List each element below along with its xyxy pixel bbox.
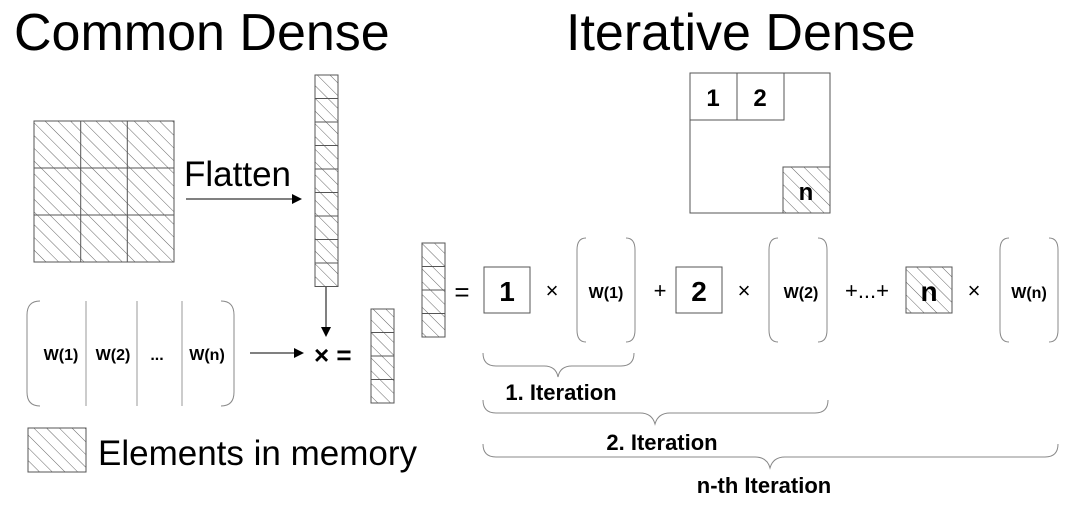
- flattened-vector-cell: [314, 239, 339, 264]
- flatten-label: Flatten: [184, 155, 291, 194]
- term-2-block: [675, 266, 723, 314]
- result-vector-cell: [421, 289, 446, 314]
- block-label-1: 1: [706, 85, 719, 112]
- term-n-block: [905, 266, 953, 314]
- input-matrix: [33, 120, 175, 263]
- term-2-times: ×: [738, 278, 751, 303]
- result-vector-cell: [421, 242, 446, 267]
- term-1: 1 × W(1): [483, 237, 636, 343]
- plus-sign: +: [654, 278, 667, 303]
- iteration-2-label: 2. Iteration: [606, 430, 717, 455]
- term-n-weight: W(n): [1011, 285, 1047, 302]
- term-1-times: ×: [546, 278, 559, 303]
- title-common-dense: Common Dense: [14, 4, 390, 62]
- flattened-vector-cell: [314, 192, 339, 217]
- flattened-vector-cell: [314, 168, 339, 193]
- flattened-vector-cell: [314, 121, 339, 146]
- weight-wn: W(n): [189, 347, 225, 364]
- result-vector-cell: [421, 313, 446, 338]
- block-label-2: 2: [753, 85, 766, 112]
- term-n-times: ×: [968, 278, 981, 303]
- equals-sign: =: [454, 277, 469, 307]
- weight-w1: W(1): [44, 347, 79, 364]
- title-iterative-dense: Iterative Dense: [566, 4, 916, 62]
- block-matrix: 1 2 n: [689, 72, 831, 214]
- output-vector: [370, 308, 395, 404]
- iteration-n-label: n-th Iteration: [697, 473, 831, 498]
- term-2-label: 2: [691, 276, 707, 307]
- flattened-vector: [314, 74, 339, 287]
- flattened-vector-cell: [314, 215, 339, 240]
- legend-swatch: [27, 427, 87, 473]
- result-vector: [421, 242, 446, 338]
- flattened-vector-cell: [314, 262, 339, 287]
- result-vector-cell: [421, 266, 446, 291]
- term-1-label: 1: [499, 276, 515, 307]
- term-2-weight: W(2): [784, 285, 819, 302]
- weight-matrix: W(1) W(2) ... W(n): [26, 300, 235, 407]
- output-vector-cell: [370, 308, 395, 333]
- term-2: 2 × W(2): [675, 237, 828, 343]
- term-1-weight: W(1): [589, 285, 624, 302]
- plus-ellipsis: +...+: [845, 278, 889, 303]
- brace-iteration-n: [482, 443, 1059, 470]
- brace-iteration-2: [482, 399, 829, 426]
- term-n-label: n: [920, 276, 937, 307]
- weight-w2: W(2): [96, 347, 131, 364]
- flattened-vector-cell: [314, 74, 339, 99]
- term-1-block: [483, 266, 531, 314]
- term-n: n × W(n): [905, 237, 1059, 343]
- iteration-1-label: 1. Iteration: [505, 380, 616, 405]
- multiply-equals: × =: [314, 340, 352, 370]
- flattened-vector-cell: [314, 98, 339, 123]
- output-vector-cell: [370, 379, 395, 404]
- flattened-vector-cell: [314, 145, 339, 170]
- block-label-n: n: [799, 179, 814, 206]
- brace-iteration-1: [482, 352, 635, 378]
- output-vector-cell: [370, 355, 395, 380]
- output-vector-cell: [370, 332, 395, 357]
- weight-ellipsis: ...: [150, 347, 163, 364]
- legend-text: Elements in memory: [98, 434, 417, 473]
